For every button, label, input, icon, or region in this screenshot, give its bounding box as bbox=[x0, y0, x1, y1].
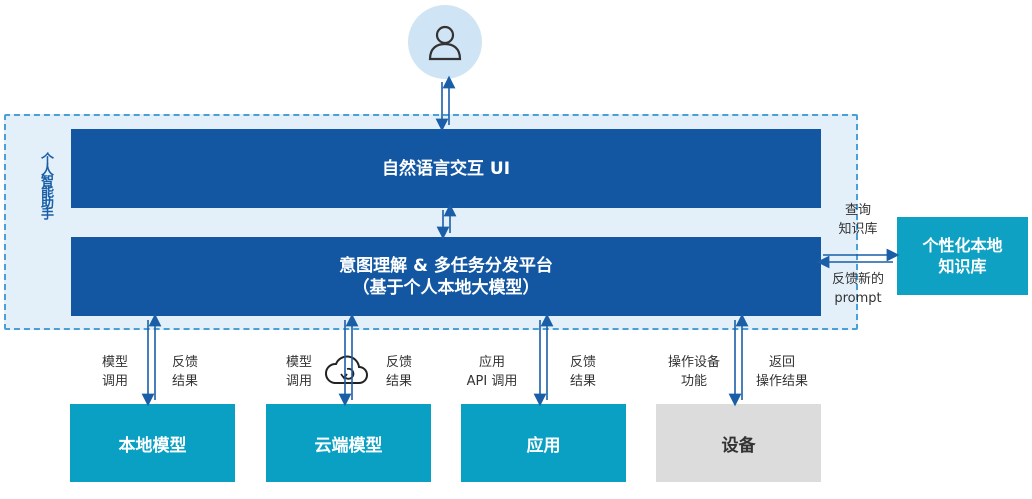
side-label: 个人智能助手 bbox=[38, 152, 53, 218]
cloud-call-line1: 模型 bbox=[285, 355, 312, 370]
local-model-label: 本地模型 bbox=[118, 435, 187, 456]
local-feedback-line2: 结果 bbox=[171, 374, 198, 389]
cloud-model-label: 云端模型 bbox=[314, 435, 383, 456]
kb-query-line2: 知识库 bbox=[838, 222, 878, 237]
app-feedback-line2: 结果 bbox=[569, 374, 596, 389]
kb-label-1: 个性化本地 bbox=[922, 236, 1003, 255]
nl-ui-bar: 自然语言交互 UI bbox=[71, 129, 821, 208]
local-call-line2: 调用 bbox=[101, 374, 128, 389]
cloud-model-box: 云端模型 bbox=[266, 404, 431, 482]
local-call-label: 模型 调用 bbox=[90, 353, 140, 391]
app-label: 应用 bbox=[526, 435, 561, 456]
cloud-call-line2: 调用 bbox=[285, 374, 312, 389]
kb-label-2: 知识库 bbox=[938, 257, 987, 276]
app-call-label: 应用 API 调用 bbox=[455, 353, 529, 391]
app-feedback-label: 反馈 结果 bbox=[558, 353, 608, 391]
kb-query-label: 查询 知识库 bbox=[828, 201, 888, 239]
knowledge-base-box: 个性化本地 知识库 bbox=[897, 217, 1028, 295]
local-call-line1: 模型 bbox=[101, 355, 128, 370]
device-op-line1: 操作设备 bbox=[667, 355, 720, 370]
user-avatar bbox=[408, 5, 482, 79]
device-op-line2: 功能 bbox=[680, 374, 707, 389]
platform-bar: 意图理解 & 多任务分发平台 （基于个人本地大模型） bbox=[71, 237, 821, 316]
local-feedback-line1: 反馈 bbox=[171, 355, 198, 370]
cloud-feedback-line1: 反馈 bbox=[385, 355, 412, 370]
cloud-feedback-line2: 结果 bbox=[385, 374, 412, 389]
cloud-icon-holder bbox=[321, 351, 373, 391]
app-feedback-line1: 反馈 bbox=[569, 355, 596, 370]
local-feedback-label: 反馈 结果 bbox=[160, 353, 210, 391]
cloud-feedback-label: 反馈 结果 bbox=[374, 353, 424, 391]
kb-query-line1: 查询 bbox=[844, 203, 871, 218]
local-model-box: 本地模型 bbox=[70, 404, 235, 482]
app-box: 应用 bbox=[461, 404, 626, 482]
user-icon bbox=[428, 25, 462, 61]
app-call-line1: 应用 bbox=[478, 355, 505, 370]
device-return-line2: 操作结果 bbox=[755, 374, 808, 389]
app-call-line2: API 调用 bbox=[466, 374, 518, 389]
device-label: 设备 bbox=[721, 435, 756, 456]
device-op-label: 操作设备 功能 bbox=[660, 353, 728, 391]
device-return-label: 返回 操作结果 bbox=[748, 353, 816, 391]
kb-feedback-line2: prompt bbox=[834, 291, 882, 306]
device-box: 设备 bbox=[656, 404, 821, 482]
cloud-call-label: 模型 调用 bbox=[274, 353, 324, 391]
platform-label-2: （基于个人本地大模型） bbox=[352, 277, 540, 298]
device-return-line1: 返回 bbox=[768, 355, 795, 370]
platform-label-1: 意图理解 & 多任务分发平台 bbox=[339, 255, 553, 276]
kb-feedback-line1: 反馈新的 bbox=[831, 272, 884, 287]
kb-feedback-label: 反馈新的 prompt bbox=[824, 270, 892, 308]
nl-ui-label: 自然语言交互 UI bbox=[381, 158, 511, 179]
